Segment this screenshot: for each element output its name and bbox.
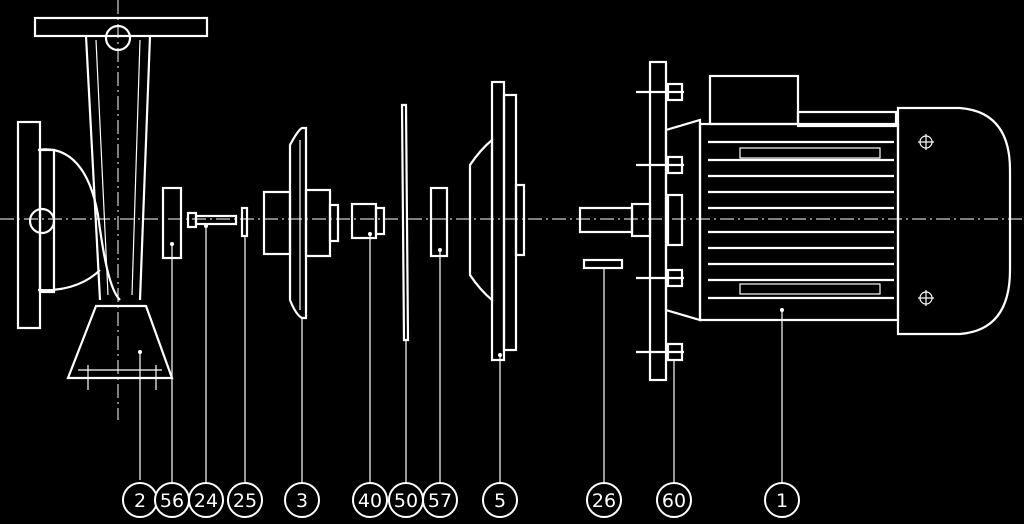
callout-label: 40 [358, 490, 382, 512]
callout-26: 26 [586, 482, 622, 518]
part-2-pump-casing [16, 16, 209, 480]
callout-label: 25 [233, 490, 257, 512]
callout-circle [227, 482, 263, 518]
callout-5: 5 [482, 482, 518, 518]
part-40-mechanical-seal [350, 202, 386, 482]
part-5-casing-cover [468, 80, 526, 482]
callout-2: 2 [122, 482, 158, 518]
callout-circle [482, 482, 518, 518]
part-1-electric-motor [698, 74, 1012, 482]
part-26-shaft-key [582, 258, 624, 482]
part-56-wear-ring [161, 186, 183, 482]
callout-label: 5 [494, 490, 506, 512]
part-50-gasket [400, 103, 410, 482]
callout-label: 50 [394, 490, 418, 512]
callout-label: 57 [428, 490, 452, 512]
part-60-motor-flange [636, 60, 702, 482]
part-25-washer [240, 206, 249, 482]
callout-circle [352, 482, 388, 518]
callout-circle [656, 482, 692, 518]
callout-3: 3 [284, 482, 320, 518]
part-24-impeller-bolt [186, 211, 238, 482]
callout-24: 24 [188, 482, 224, 518]
callout-label: 60 [662, 490, 686, 512]
part-57-seal-seat [429, 186, 449, 482]
callout-circle [586, 482, 622, 518]
callout-label: 1 [776, 490, 788, 512]
callout-label: 2 [134, 490, 146, 512]
callout-label: 3 [296, 490, 308, 512]
callout-40: 40 [352, 482, 388, 518]
callout-circle [422, 482, 458, 518]
part-3-impeller [262, 126, 340, 482]
callout-label: 26 [592, 490, 616, 512]
callout-25: 25 [227, 482, 263, 518]
callout-57: 57 [422, 482, 458, 518]
callout-label: 56 [160, 490, 184, 512]
callout-circle [188, 482, 224, 518]
callout-60: 60 [656, 482, 692, 518]
motor-shaft [578, 202, 652, 238]
callout-circle [764, 482, 800, 518]
callout-1: 1 [764, 482, 800, 518]
callout-labels: 2 56 24 25 3 40 50 57 5 26 60 1 [122, 482, 800, 518]
callout-circle [284, 482, 320, 518]
callout-56: 56 [154, 482, 190, 518]
callout-50: 50 [388, 482, 424, 518]
callout-label: 24 [194, 490, 218, 512]
